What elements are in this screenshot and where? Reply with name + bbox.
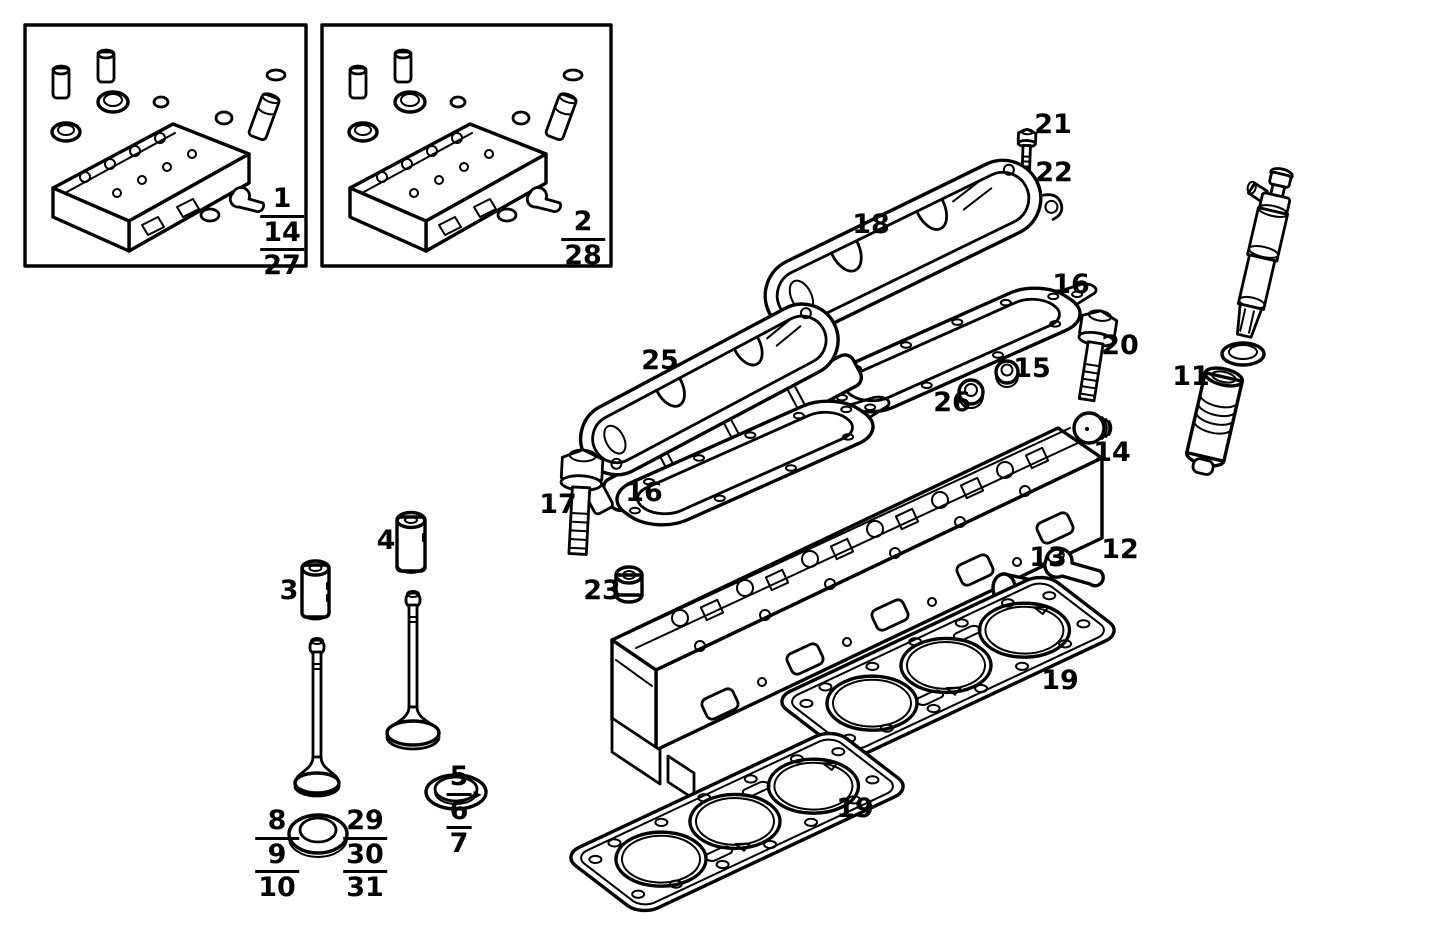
part-3-tappet [302,561,329,619]
part-cylinder-head [612,428,1102,799]
part-4-tappet [397,513,425,573]
part-23-cup-plug [616,567,642,602]
part-11-injector-sleeve [1183,365,1244,478]
part-26-seal-ring [959,380,983,408]
inset-box-1-frame [25,25,306,266]
part-valve-left [295,638,339,796]
part-11-injector [1215,162,1297,339]
part-5-6-7-valve-seat [426,775,486,809]
part-8-9-10-valve-seal [289,815,347,857]
part-14-plug [1074,413,1111,443]
part-15-seal-ring [996,361,1018,387]
part-valve-right [387,591,439,749]
inset-box-2 [322,25,611,266]
part-19-head-gasket-front [560,726,914,918]
part-18-rocker-cover-rear [752,142,1065,349]
inset-box-2-frame [322,25,611,266]
part-12-curved-union [1045,548,1103,586]
part-11-injector-washer [1222,343,1264,365]
inset-box-1 [25,25,306,266]
